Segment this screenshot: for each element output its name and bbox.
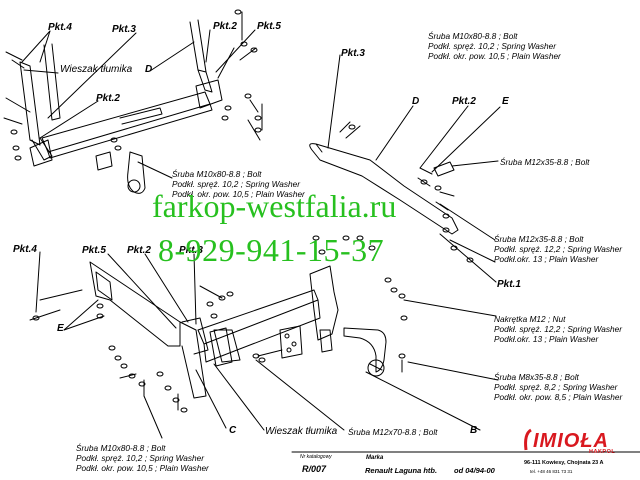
spec-right-nut: Nakrętka M12 ; Nut Podkł. spręż. 12,2 ; … bbox=[494, 314, 622, 344]
label-c: C bbox=[229, 425, 237, 436]
spec-bottom-left: Śruba M10x80-8.8 ; Bolt Podkł. spręż. 10… bbox=[76, 443, 209, 473]
spec-line: Śruba M8x35-8.8 ; Bolt bbox=[494, 372, 579, 382]
label-pkt2-right: Pkt.2 bbox=[452, 96, 476, 107]
spec-bottom-m12x70: Śruba M12x70-8.8 ; Bolt bbox=[348, 427, 437, 437]
label-pkt3-mid: Pkt.3 bbox=[179, 245, 203, 256]
label-wieszak-top: Wieszak tłumika bbox=[60, 64, 133, 75]
label-d-top: D bbox=[145, 64, 153, 75]
label-pkt3-top: Pkt.3 bbox=[112, 24, 136, 35]
label-pkt2-top: Pkt.2 bbox=[213, 21, 237, 32]
footer-phone: tel. +48 46 831 73 31 bbox=[530, 469, 573, 474]
imiola-logo-mark-icon bbox=[524, 428, 532, 451]
label-pkt4-left: Pkt.4 bbox=[13, 244, 37, 255]
label-pkt4-top: Pkt.4 bbox=[48, 22, 72, 33]
spec-line: Śruba M12x70-8.8 ; Bolt bbox=[348, 427, 438, 437]
spec-line: Śruba M10x80-8.8 ; Bolt bbox=[172, 169, 262, 179]
company-logo-text: IMIOŁA bbox=[533, 430, 609, 452]
label-pkt2-left: Pkt.2 bbox=[96, 93, 120, 104]
spec-line: Podkł. okr. pow. 8,5 ; Plain Washer bbox=[494, 392, 623, 402]
spec-line: Śruba M12x35-8.8 ; Bolt bbox=[494, 234, 584, 244]
spec-line: Śruba M10x80-8.8 ; Bolt bbox=[428, 31, 518, 41]
footer-address: 96-111 Kowiesy, Chojnata 23 A bbox=[524, 460, 604, 466]
label-pkt2-mid: Pkt.2 bbox=[127, 245, 151, 256]
footer-date: od 04/94-00 bbox=[454, 466, 495, 475]
label-wieszak-bottom: Wieszak tłumika bbox=[265, 426, 338, 437]
leader-lines bbox=[21, 29, 501, 439]
footer-catalog-number: R/007 bbox=[302, 464, 327, 474]
spec-right-m12x35-top: Śruba M12x35-8.8 ; Bolt bbox=[500, 157, 589, 167]
spec-line: Podkł. okr. pow. 10,5 ; Plain Washer bbox=[428, 51, 561, 61]
company-logo-subtext: HAKPOL bbox=[589, 449, 616, 455]
label-pkt1-right: Pkt.1 bbox=[497, 279, 521, 290]
spec-line: Podkł. spręż. 8,2 ; Spring Washer bbox=[494, 382, 618, 392]
watermark-site: farkop-westfalia.ru bbox=[152, 188, 397, 224]
spec-top-right: Śruba M10x80-8.8 ; Bolt Podkł. spręż. 10… bbox=[428, 31, 561, 61]
footer-brand-label: Marka bbox=[366, 455, 384, 461]
footer-catalog-label: Nr katalogowy bbox=[300, 454, 332, 460]
main-assembly bbox=[29, 235, 408, 413]
watermark-phone: 8-929-941-15-37 bbox=[158, 232, 385, 268]
spec-center: Śruba M10x80-8.8 ; Bolt Podkł. spręż. 10… bbox=[172, 169, 305, 199]
label-d-right: D bbox=[412, 96, 420, 107]
spec-line: Podkł.okr. 13 ; Plain Washer bbox=[494, 254, 599, 264]
spec-line: Podkł. spręż. 10,2 ; Spring Washer bbox=[76, 453, 205, 463]
footer-model: Renault Laguna htb. bbox=[365, 466, 438, 475]
label-pkt5-top: Pkt.5 bbox=[257, 21, 281, 32]
spec-line: Podkł. spręż. 12,2 ; Spring Washer bbox=[494, 324, 623, 334]
spec-line: Podkł. okr. pow. 10,5 ; Plain Washer bbox=[76, 463, 209, 473]
label-e-left: E bbox=[57, 323, 64, 334]
spec-line: Śruba M12x35-8.8 ; Bolt bbox=[500, 157, 590, 167]
right-strap-assembly bbox=[309, 121, 474, 263]
spec-line: Podkł. okr. pow. 10,5 ; Plain Washer bbox=[172, 189, 305, 199]
spec-right-m12x35: Śruba M12x35-8.8 ; Bolt Podkł. spręż. 12… bbox=[494, 234, 622, 264]
spec-line: Podkł. spręż. 12,2 ; Spring Washer bbox=[494, 244, 623, 254]
spec-line: Śruba M10x80-8.8 ; Bolt bbox=[76, 443, 166, 453]
spec-line: Podkł.okr. 13 ; Plain Washer bbox=[494, 334, 599, 344]
top-left-assembly bbox=[3, 9, 263, 194]
spec-line: Nakrętka M12 ; Nut bbox=[494, 314, 566, 324]
spec-line: Podkł. spręż. 10,2 ; Spring Washer bbox=[428, 41, 557, 51]
label-e-right: E bbox=[502, 96, 509, 107]
label-pkt5-left: Pkt.5 bbox=[82, 245, 106, 256]
spec-right-m8: Śruba M8x35-8.8 ; Bolt Podkł. spręż. 8,2… bbox=[494, 372, 622, 402]
label-b: B bbox=[470, 425, 478, 436]
spec-line: Podkł. spręż. 10,2 ; Spring Washer bbox=[172, 179, 301, 189]
label-pkt3-right: Pkt.3 bbox=[341, 48, 365, 59]
